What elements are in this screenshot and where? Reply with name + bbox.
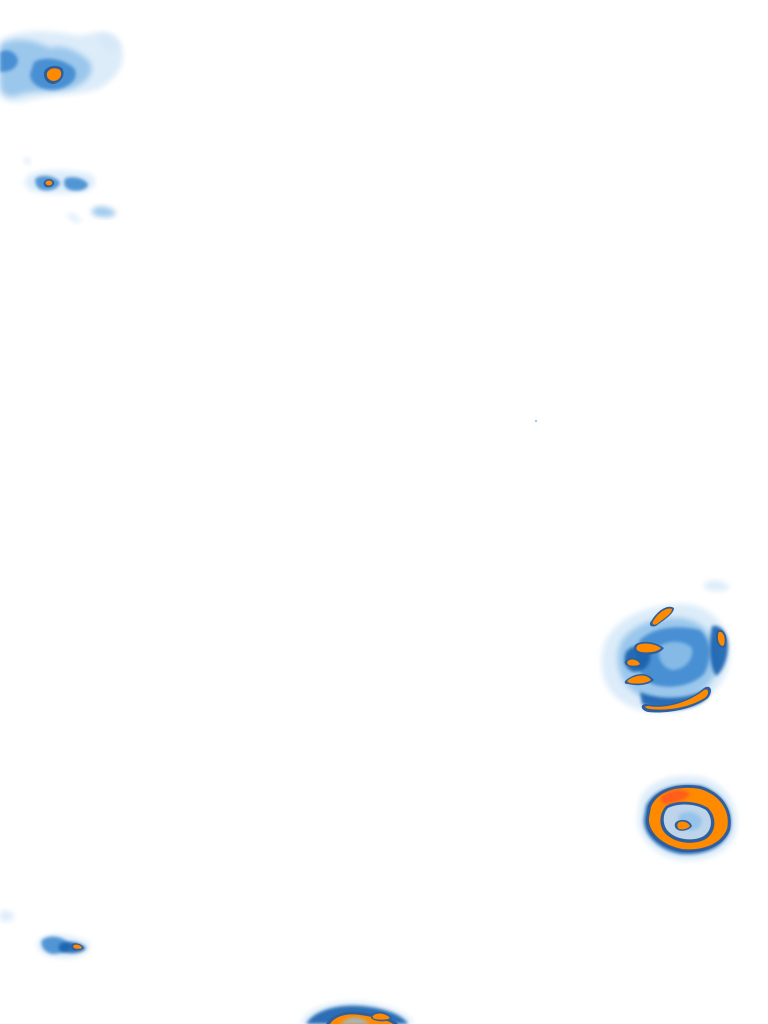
precip-cell-bottom-center bbox=[300, 1001, 414, 1024]
precip-cell-right-lower bbox=[637, 776, 737, 861]
precip-cell-right-middle bbox=[601, 580, 730, 713]
precip-cell-bottom-left bbox=[0, 910, 90, 958]
precip-cell-top-left bbox=[0, 31, 124, 103]
precip-speck bbox=[534, 419, 538, 423]
precip-cell-left-small bbox=[24, 157, 116, 223]
